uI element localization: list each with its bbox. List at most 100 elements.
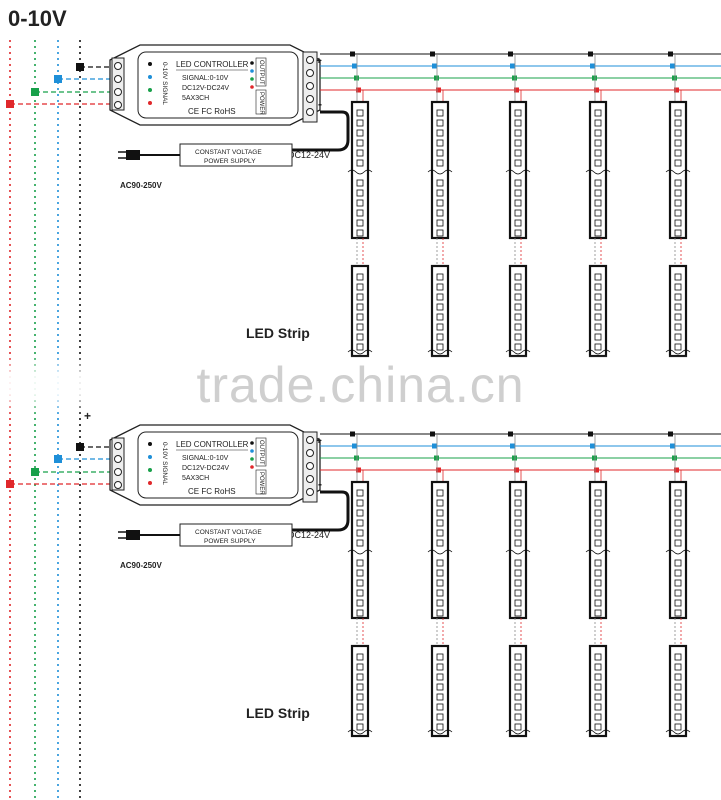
led-chip (674, 489, 682, 497)
ac-voltage-label: AC90-250V (120, 561, 162, 570)
led-chip (594, 293, 602, 301)
led-chip (356, 559, 364, 567)
controller-name: LED CONTROLLER (176, 60, 249, 69)
led-chip (436, 313, 444, 321)
bus-node (672, 75, 677, 81)
diagram-title: 0-10V (8, 6, 67, 31)
power-label: POWER (258, 472, 264, 495)
signal-tap-node (54, 75, 62, 83)
bus-node (356, 467, 361, 473)
led-chip (594, 723, 602, 731)
bus-node (514, 467, 519, 473)
indicator-dot (148, 455, 152, 459)
led-chip (514, 209, 522, 217)
led-chip (436, 149, 444, 157)
led-chip (674, 599, 682, 607)
led-chip (436, 609, 444, 617)
led-chip (674, 559, 682, 567)
led-chip (436, 589, 444, 597)
led-chip (594, 589, 602, 597)
led-chip (514, 489, 522, 497)
terminal-screw (114, 468, 122, 476)
led-chip (594, 569, 602, 577)
bus-node (436, 467, 441, 473)
bus-node (430, 51, 435, 57)
bus-node (430, 431, 435, 437)
bus-node (352, 443, 357, 449)
led-chip (674, 179, 682, 187)
led-chip (514, 723, 522, 731)
led-chip (594, 283, 602, 291)
led-chip (356, 229, 364, 237)
led-chip (594, 303, 602, 311)
terminal-screw (306, 475, 314, 483)
led-chip (594, 489, 602, 497)
led-chip (674, 189, 682, 197)
led-chip (594, 109, 602, 117)
bus-node (356, 87, 361, 93)
bus-node (434, 75, 439, 81)
cut-mark (505, 549, 531, 555)
led-chip (674, 323, 682, 331)
cut-mark (665, 729, 691, 735)
cut-mark (505, 349, 531, 355)
led-chip (514, 293, 522, 301)
bus-node (592, 75, 597, 81)
led-chip (674, 579, 682, 587)
led-chip (594, 599, 602, 607)
signal-label: 0-10V SIGNAL (161, 62, 168, 105)
led-chip (514, 559, 522, 567)
cut-mark (347, 169, 373, 175)
led-chip (436, 509, 444, 517)
indicator-dot (250, 61, 254, 65)
led-chip (594, 683, 602, 691)
led-chip (436, 189, 444, 197)
led-strip-label: LED Strip (246, 325, 310, 341)
led-chip (436, 303, 444, 311)
bus-node (510, 443, 515, 449)
cut-mark (427, 549, 453, 555)
terminal-screw (114, 62, 122, 70)
led-chip (594, 323, 602, 331)
signal-label: 0-10V SIGNAL (161, 442, 168, 485)
led-chip (594, 209, 602, 217)
led-chip (674, 509, 682, 517)
cut-mark (585, 169, 611, 175)
led-chip (436, 229, 444, 237)
led-chip (436, 693, 444, 701)
led-chip (594, 673, 602, 681)
led-chip (356, 609, 364, 617)
led-chip (514, 663, 522, 671)
minus-sign: - (318, 97, 322, 111)
led-chip (436, 273, 444, 281)
led-chip (436, 599, 444, 607)
led-chip (674, 119, 682, 127)
led-chip (674, 663, 682, 671)
controller-name: LED CONTROLLER (176, 440, 249, 449)
terminal-screw (114, 75, 122, 83)
power-supply-line2: POWER SUPPLY (204, 158, 256, 165)
led-chip (514, 499, 522, 507)
cut-mark (427, 729, 453, 735)
minus-sign: - (318, 477, 322, 491)
bus-node (352, 63, 357, 69)
indicator-dot (250, 85, 254, 89)
led-chip (436, 499, 444, 507)
dc-voltage-label: DC12-24V (288, 150, 330, 160)
led-chip (436, 579, 444, 587)
led-chip (674, 693, 682, 701)
led-chip (436, 323, 444, 331)
plus-sign: + (84, 409, 91, 423)
bus-node (590, 443, 595, 449)
controller-spec: DC12V-DC24V (182, 85, 229, 92)
led-chip (356, 119, 364, 127)
led-chip (436, 569, 444, 577)
indicator-dot (148, 88, 152, 92)
led-chip (356, 109, 364, 117)
led-chip (594, 219, 602, 227)
led-chip (514, 159, 522, 167)
signal-tap-node (6, 100, 14, 108)
led-chip (514, 283, 522, 291)
led-chip (436, 159, 444, 167)
power-supply-line2: POWER SUPPLY (204, 538, 256, 545)
